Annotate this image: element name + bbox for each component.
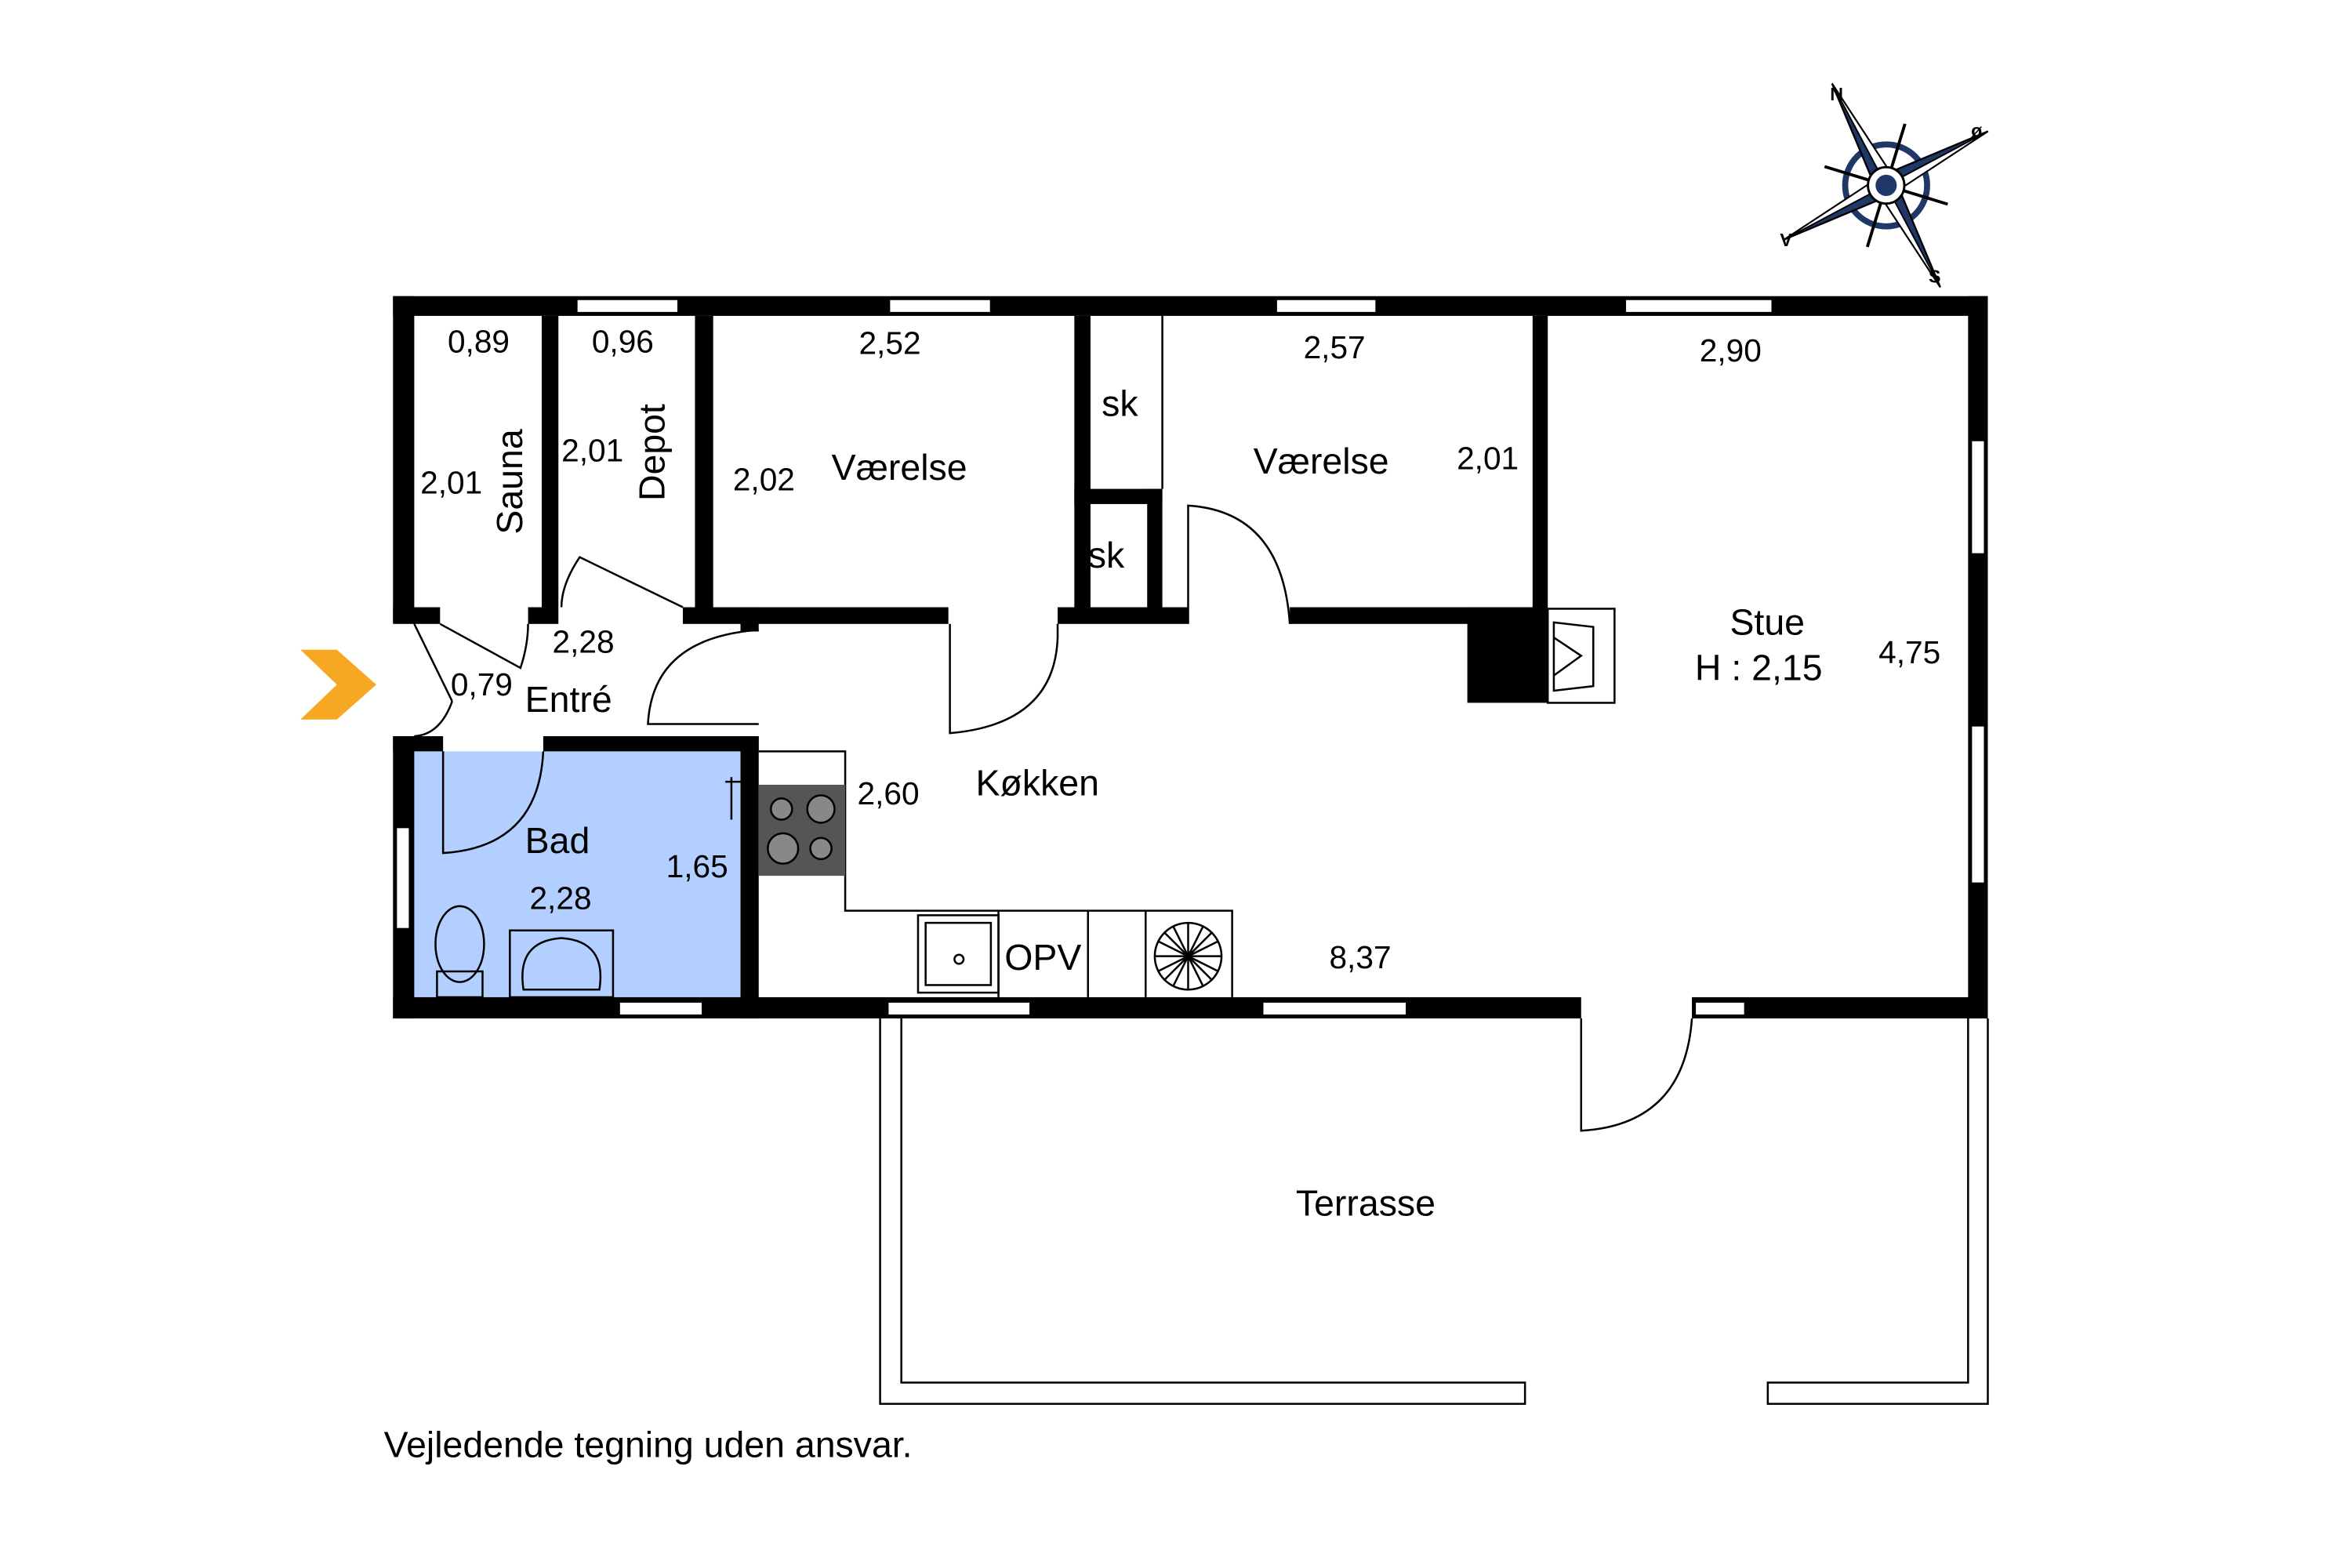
closet2-label: sk	[1088, 535, 1125, 575]
windows	[395, 298, 1986, 1017]
room-vaerelse1-label: Værelse	[832, 447, 967, 488]
compass-south: S	[1929, 266, 1941, 286]
entre-length: 0,79	[451, 666, 513, 702]
entre-width: 2,28	[553, 624, 615, 660]
depot-width: 0,96	[592, 323, 654, 359]
compass-rose-icon: N ø S V	[1780, 82, 1989, 288]
compass-west: V	[1780, 230, 1792, 250]
koekken-width: 2,60	[858, 775, 920, 811]
terrace-outline	[879, 1018, 1989, 1405]
room-sauna-label: Sauna	[489, 429, 530, 534]
bad-width: 2,28	[529, 880, 591, 916]
room-stue-label: Stue	[1730, 601, 1805, 642]
koekken-length: 8,37	[1329, 939, 1391, 975]
room-vaerelse2-label: Værelse	[1254, 441, 1389, 481]
sauna-width: 0,89	[448, 323, 510, 359]
vaerelse2-width: 2,57	[1304, 329, 1366, 365]
stue-length: 4,75	[1878, 634, 1940, 670]
stue-height: H : 2,15	[1695, 647, 1823, 688]
bad-length: 1,65	[666, 848, 728, 884]
doors	[413, 504, 1693, 1132]
room-terrasse-label: Terrasse	[1296, 1183, 1436, 1224]
room-depot-label: Depot	[632, 404, 673, 501]
closet1-label: sk	[1102, 383, 1138, 424]
dishwasher-label: OPV	[1004, 937, 1081, 978]
bathroom-fixtures	[434, 777, 741, 999]
ventilation-fan-icon	[1153, 921, 1223, 991]
entrance-arrow-icon	[300, 649, 376, 720]
washbasin	[509, 929, 615, 999]
room-labels: Sauna 0,89 2,01 Depot 0,96 2,01 Værelse …	[420, 323, 1940, 1223]
depot-length: 2,01	[561, 433, 623, 469]
vaerelse1-length: 2,02	[733, 461, 795, 497]
kitchen-counter: OPV	[758, 750, 1233, 997]
sauna-length: 2,01	[420, 464, 482, 500]
toilet	[434, 905, 485, 983]
vaerelse1-width: 2,52	[858, 325, 920, 361]
room-bad-label: Bad	[525, 820, 590, 861]
compass-north: N	[1830, 84, 1843, 104]
stove	[758, 784, 846, 877]
room-entre-label: Entré	[525, 679, 612, 720]
stue-width: 2,90	[1700, 332, 1762, 368]
compass-east: ø	[1971, 121, 1983, 141]
fireplace	[1546, 608, 1616, 704]
bathroom-floor	[414, 751, 741, 997]
disclaimer-text: Vejledende tegning uden ansvar.	[384, 1424, 913, 1465]
vaerelse2-length: 2,01	[1457, 440, 1519, 476]
room-koekken-label: Køkken	[976, 763, 1099, 804]
